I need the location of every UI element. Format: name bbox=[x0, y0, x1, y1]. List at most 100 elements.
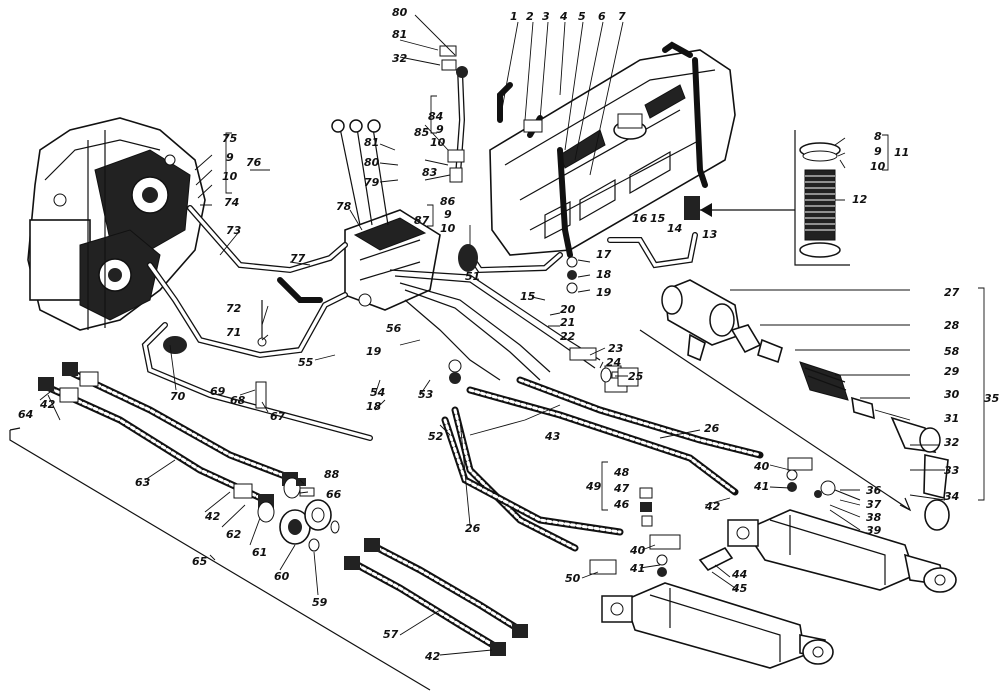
label-40-upper: 40 bbox=[753, 460, 770, 473]
quick-coupling-assembly bbox=[639, 279, 950, 531]
seal-rings bbox=[279, 478, 340, 552]
label-20: 20 bbox=[560, 303, 576, 316]
label-77: 77 bbox=[290, 252, 306, 265]
label-10-filter: 10 bbox=[870, 160, 886, 173]
label-32-right: 32 bbox=[944, 436, 960, 449]
label-64: 64 bbox=[18, 408, 33, 421]
label-81-top: 81 bbox=[392, 28, 407, 41]
label-70: 70 bbox=[170, 390, 186, 403]
label-58: 58 bbox=[944, 345, 960, 358]
label-27: 27 bbox=[944, 286, 960, 299]
label-45: 45 bbox=[731, 582, 748, 595]
return-pipes bbox=[458, 196, 700, 294]
label-9-filter: 9 bbox=[874, 145, 882, 158]
label-69: 69 bbox=[210, 385, 226, 398]
label-42-bottom: 42 bbox=[424, 650, 441, 663]
label-15-top: 15 bbox=[650, 212, 666, 225]
label-43: 43 bbox=[544, 430, 561, 443]
label-76: 76 bbox=[246, 156, 262, 169]
label-44: 44 bbox=[731, 568, 747, 581]
label-22: 22 bbox=[560, 330, 576, 343]
label-39: 39 bbox=[866, 524, 882, 537]
small-fittings bbox=[589, 367, 861, 577]
label-10-left: 10 bbox=[222, 170, 238, 183]
label-68: 68 bbox=[230, 394, 246, 407]
label-9-left: 9 bbox=[226, 151, 234, 164]
label-14: 14 bbox=[667, 222, 682, 235]
label-23: 23 bbox=[608, 342, 624, 355]
filter-element-assembly bbox=[700, 130, 850, 266]
label-17: 17 bbox=[596, 248, 612, 261]
label-54: 54 bbox=[370, 386, 385, 399]
label-18-right: 18 bbox=[596, 268, 612, 281]
label-51: 51 bbox=[465, 270, 480, 283]
label-24: 24 bbox=[606, 356, 621, 369]
label-41-upper: 41 bbox=[753, 480, 769, 493]
label-52: 52 bbox=[428, 430, 444, 443]
label-6: 6 bbox=[598, 10, 606, 23]
label-65: 65 bbox=[192, 555, 208, 568]
label-9-mid: 9 bbox=[436, 123, 444, 136]
label-42-right: 42 bbox=[704, 500, 721, 513]
label-34: 34 bbox=[944, 490, 959, 503]
label-48: 48 bbox=[613, 466, 630, 479]
label-57: 57 bbox=[383, 628, 399, 641]
label-5: 5 bbox=[578, 10, 586, 23]
group-brackets bbox=[225, 95, 985, 511]
label-50: 50 bbox=[565, 572, 581, 585]
label-33: 33 bbox=[944, 464, 960, 477]
label-2: 2 bbox=[526, 10, 534, 23]
label-11: 11 bbox=[894, 146, 909, 159]
label-88: 88 bbox=[324, 468, 340, 481]
label-26-lower: 26 bbox=[465, 522, 481, 535]
label-72: 72 bbox=[226, 302, 242, 315]
label-8: 8 bbox=[874, 130, 882, 143]
label-13: 13 bbox=[702, 228, 718, 241]
label-49: 49 bbox=[585, 480, 602, 493]
label-63: 63 bbox=[135, 476, 151, 489]
pressure-tube-80 bbox=[439, 45, 468, 183]
label-29: 29 bbox=[944, 365, 960, 378]
label-55: 55 bbox=[298, 356, 314, 369]
label-19-right: 19 bbox=[596, 286, 612, 299]
label-21: 21 bbox=[560, 316, 575, 329]
label-67: 67 bbox=[270, 410, 286, 423]
label-80-mid: 80 bbox=[364, 156, 380, 169]
label-75: 75 bbox=[222, 132, 238, 145]
label-47: 47 bbox=[613, 482, 630, 495]
label-38: 38 bbox=[866, 511, 882, 524]
label-12: 12 bbox=[852, 193, 868, 206]
suction-pipes bbox=[141, 205, 373, 441]
label-81-mid: 81 bbox=[364, 136, 379, 149]
label-71: 71 bbox=[226, 326, 241, 339]
spare-hose-set-57 bbox=[344, 538, 528, 656]
label-15-lower: 15 bbox=[520, 290, 536, 303]
leader-lines bbox=[39, 14, 946, 656]
label-85: 85 bbox=[414, 126, 430, 139]
label-28: 28 bbox=[944, 319, 960, 332]
label-73: 73 bbox=[226, 224, 242, 237]
label-83: 83 bbox=[422, 166, 438, 179]
label-26-upper: 26 bbox=[704, 422, 720, 435]
control-valve-distributor bbox=[331, 119, 441, 311]
spare-hose-set-63 bbox=[9, 362, 431, 691]
label-1: 1 bbox=[510, 10, 518, 23]
label-60: 60 bbox=[274, 570, 290, 583]
oil-tank bbox=[489, 41, 736, 258]
label-61: 61 bbox=[252, 546, 267, 559]
label-36: 36 bbox=[866, 484, 882, 497]
label-59: 59 bbox=[312, 596, 328, 609]
label-66: 66 bbox=[326, 488, 342, 501]
label-56: 56 bbox=[386, 322, 402, 335]
label-87: 87 bbox=[414, 214, 430, 227]
label-86: 86 bbox=[440, 195, 456, 208]
flexible-hoses-26 bbox=[441, 376, 764, 552]
label-84: 84 bbox=[428, 110, 443, 123]
label-80-top: 80 bbox=[392, 6, 408, 19]
label-46: 46 bbox=[613, 498, 630, 511]
label-9-lower: 9 bbox=[444, 208, 452, 221]
hydraulic-cylinder-upper bbox=[727, 509, 957, 593]
engine-pump-assembly bbox=[27, 117, 206, 331]
label-40-lower: 40 bbox=[629, 544, 646, 557]
